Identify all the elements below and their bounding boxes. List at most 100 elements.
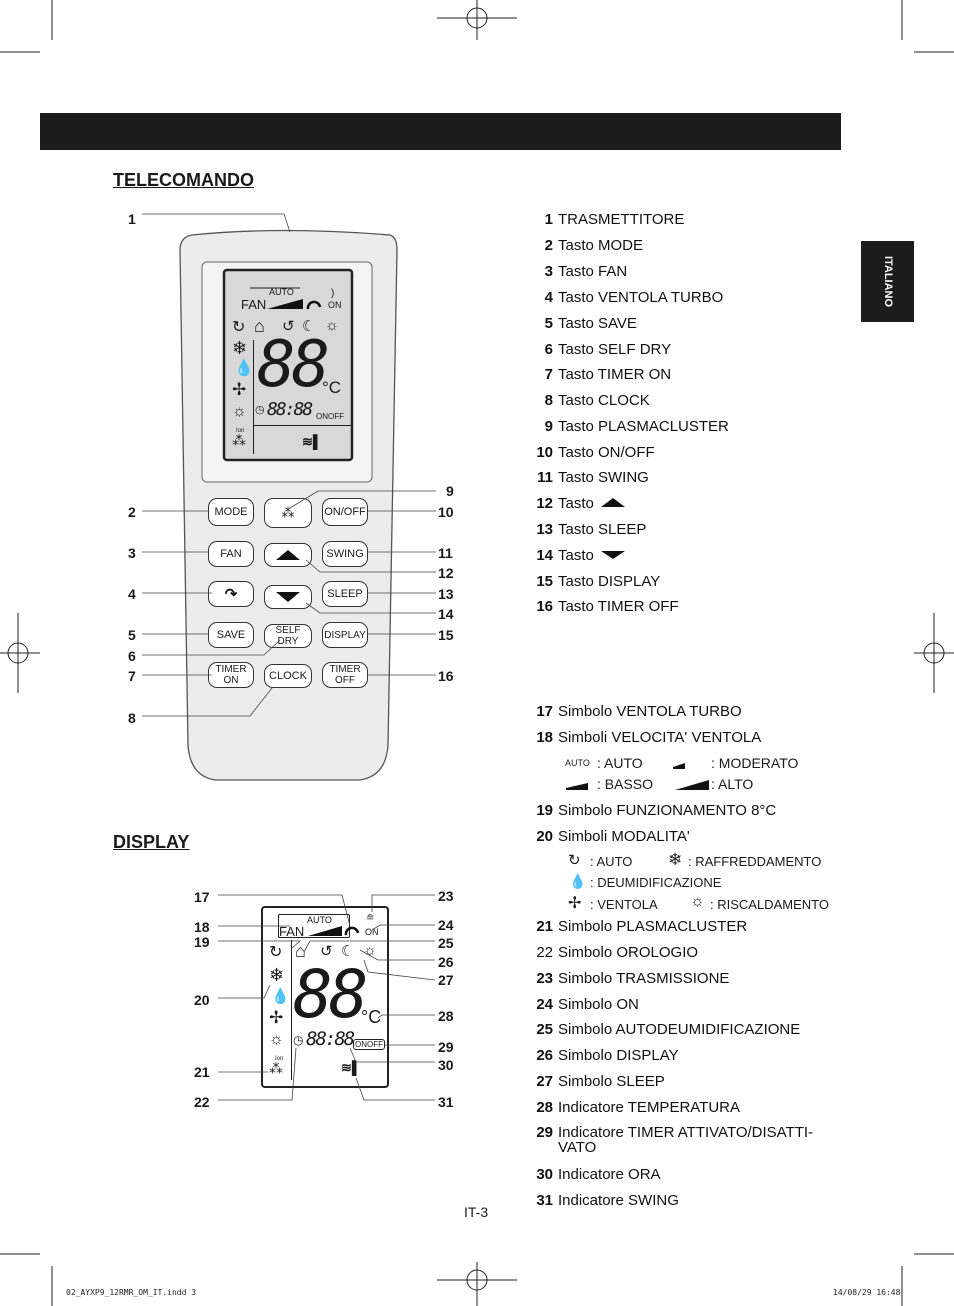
selfdry-button[interactable]: SELF DRY (264, 624, 312, 648)
callout-14: 14 (438, 606, 454, 622)
speed-low-icon (566, 783, 588, 790)
mode-button[interactable]: MODE (208, 498, 254, 526)
callout-22: 22 (194, 1094, 210, 1110)
down-button[interactable] (264, 585, 312, 609)
callout-17: 17 (194, 889, 210, 905)
callout-24: 24 (438, 917, 454, 933)
swing-icon: ≋▌ (302, 434, 323, 449)
clock-button[interactable]: CLOCK (264, 664, 312, 688)
callout-3: 3 (128, 545, 136, 561)
fan-mode-icon: ✢ (568, 895, 582, 912)
onoff-label: ONOFF (316, 412, 344, 421)
celsius-unit: °C (361, 1007, 382, 1027)
callout-18: 18 (194, 919, 210, 935)
mode-auto: : AUTO (590, 854, 633, 869)
display-icon: ☼ (363, 942, 377, 959)
callout-20: 20 (194, 992, 210, 1008)
celsius-unit: °C (322, 378, 342, 397)
lcd-divider (253, 340, 254, 454)
heat-icon: ☼ (269, 1031, 284, 1048)
callout-13: 13 (438, 586, 454, 602)
callout-16: 16 (438, 668, 454, 684)
swing-button[interactable]: SWING (322, 541, 368, 567)
temperature-digits: 88 (257, 328, 330, 402)
timeron-button[interactable]: TIMER ON (208, 662, 254, 688)
triangle-down-icon (276, 592, 300, 602)
fan-mode-icon: ✢ (232, 380, 247, 399)
fan-button[interactable]: FAN (208, 541, 254, 567)
clock-icon: ◷ (293, 1033, 304, 1047)
onoff-button[interactable]: ON/OFF (322, 498, 368, 526)
clock-icon: ◷ (255, 404, 265, 416)
lcd-auto-label: AUTO (307, 915, 332, 925)
mode-legend: ↻ : AUTO ❄ : RAFFREDDAMENTO 💧 : DEUMIDIF… (568, 850, 848, 917)
remote-heading: TELECOMANDO (113, 170, 254, 190)
auto-mode-icon: ↻ (269, 944, 283, 961)
sleep-button[interactable]: SLEEP (322, 581, 368, 607)
mode-heat: : RISCALDAMENTO (710, 897, 829, 912)
callout-15: 15 (438, 627, 454, 643)
fan-speed-legend: AUTO : AUTO : MODERATO : BASSO : ALTO (563, 755, 833, 795)
ion-label: Ion (236, 428, 245, 434)
lcd-fan-label: FAN (241, 297, 267, 312)
save-button[interactable]: SAVE (208, 622, 254, 648)
turbo-button[interactable]: ↷ (208, 581, 254, 607)
onoff-label: ONOFF (353, 1039, 385, 1050)
display-heading: DISPLAY (113, 832, 190, 852)
fan-speed-bars-icon (308, 926, 342, 936)
callout-27: 27 (438, 972, 454, 988)
callout-21: 21 (194, 1064, 210, 1080)
fan-speed-bars-icon (267, 299, 303, 309)
triangle-down-icon (600, 551, 625, 559)
callout-2: 2 (128, 504, 136, 520)
time-digits: 88:88 (267, 399, 313, 420)
lcd-bottom-divider (253, 425, 352, 426)
callout-11: 11 (438, 545, 453, 561)
file-name: 02_AYXP9_12RMR_OM_IT.indd 3 (66, 1288, 197, 1297)
callout-25: 25 (438, 935, 454, 951)
turbo-icon (344, 926, 360, 936)
dry-icon: 💧 (234, 360, 254, 377)
mode-cool: : RAFFREDDAMENTO (688, 854, 822, 869)
autodry-icon: ↺ (320, 943, 333, 960)
display-button[interactable]: DISPLAY (322, 622, 368, 648)
speed-high-icon (675, 780, 709, 790)
auto-mode-icon: ↻ (232, 319, 246, 336)
page-number: IT-3 (464, 1204, 489, 1220)
auto-speed-icon: AUTO (565, 758, 590, 768)
remote-lcd: AUTO FAN ON ) ↻ ⌂ ↺ ☾ ☼ ❄ 💧 ✢ ☼ 88 °C ◷ … (224, 270, 352, 460)
up-button[interactable] (264, 543, 312, 567)
plasmacluster-button[interactable]: ⁂ (264, 498, 312, 528)
timeroff-button[interactable]: TIMER OFF (322, 662, 368, 688)
callout-23: 23 (438, 888, 454, 904)
fan-speed-high: : ALTO (711, 776, 754, 792)
callout-9: 9 (446, 483, 454, 499)
ion-label: Ion (275, 1056, 284, 1062)
dry-icon: 💧 (569, 873, 587, 889)
sleep-icon: ☾ (341, 943, 355, 960)
callout-7: 7 (128, 668, 136, 684)
